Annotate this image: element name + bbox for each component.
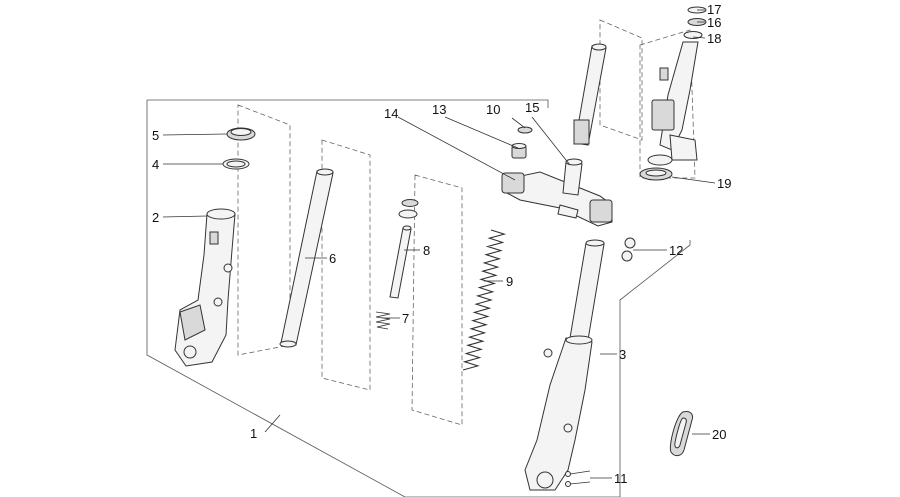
part-washer: [222, 158, 250, 170]
assembly-frame: [146, 100, 621, 497]
callout-15: 15: [525, 100, 539, 115]
callout-5: 5: [152, 128, 159, 143]
part-bolts-12: [621, 237, 636, 262]
part-upper-tube: [573, 43, 607, 146]
callout-16: 16: [707, 15, 721, 30]
callout-9: 9: [506, 274, 513, 289]
callout-20: 20: [712, 427, 726, 442]
exploded-box-inner-tube: [321, 139, 371, 391]
callout-11: 11: [614, 471, 628, 486]
part-upper-right-assembly: [647, 41, 699, 166]
callout-1: 1: [250, 426, 257, 441]
part-left-fork-leg: [174, 208, 236, 367]
callout-17: 17: [707, 2, 721, 17]
part-small-spring: [375, 311, 391, 330]
exploded-box-steering-stem: [599, 19, 643, 141]
callout-7: 7: [402, 311, 409, 326]
callout-14: 14: [384, 106, 398, 121]
part-damper-rod: [389, 199, 419, 299]
callout-10: 10: [486, 102, 500, 117]
part-ring-18: [683, 31, 703, 39]
leader-lines: [162, 9, 716, 479]
assembly-frame-right: [619, 240, 691, 465]
exploded-box-upper-parts: [639, 29, 696, 179]
part-belt-loop: [669, 411, 693, 457]
assembly-frame-top: [147, 99, 549, 108]
part-screws-11: [565, 470, 591, 487]
part-triple-clamp: [501, 171, 613, 227]
part-bearing-19: [639, 167, 673, 181]
part-seal-ring: [226, 127, 256, 141]
spring-coil: [462, 229, 507, 371]
callout-6: 6: [329, 251, 336, 266]
callout-4: 4: [152, 157, 159, 172]
part-right-fork-leg: [524, 239, 605, 491]
part-stem-nut: [511, 143, 527, 159]
callout-12: 12: [669, 243, 683, 258]
callout-2: 2: [152, 210, 159, 225]
exploded-box-damper: [411, 174, 463, 426]
callout-8: 8: [423, 243, 430, 258]
callout-19: 19: [717, 176, 731, 191]
part-cap: [517, 126, 533, 134]
callout-18: 18: [707, 31, 721, 46]
callout-13: 13: [432, 102, 446, 117]
part-steering-stem: [562, 158, 583, 196]
exploded-box-left-leg: [237, 104, 291, 356]
part-main-spring: [462, 229, 507, 371]
callout-3: 3: [619, 347, 626, 362]
